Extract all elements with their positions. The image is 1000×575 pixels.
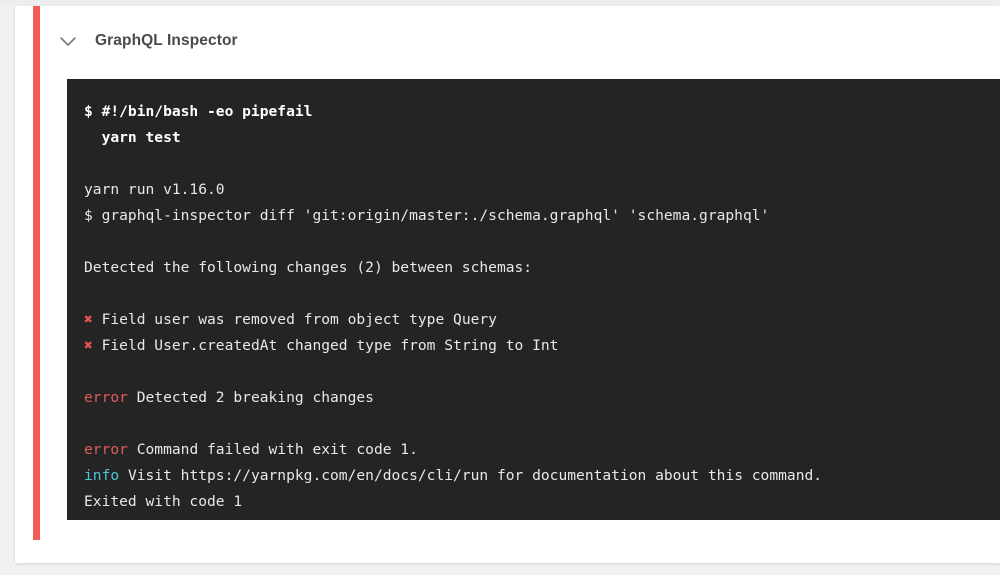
terminal-line-text: Command failed with exit code 1. bbox=[127, 441, 418, 458]
terminal-line-text: Field user was removed from object type … bbox=[92, 311, 497, 328]
error-tag: error bbox=[84, 441, 128, 458]
terminal-line-breaking-change: ✖ Field User.createdAt changed type from… bbox=[84, 333, 982, 359]
terminal-line: Detected the following changes (2) betwe… bbox=[84, 259, 533, 276]
terminal-line-text: Visit https://yarnpkg.com/en/docs/cli/ru… bbox=[119, 467, 823, 484]
error-mark-icon: ✖ bbox=[84, 337, 93, 354]
terminal-line-error: error Detected 2 breaking changes bbox=[84, 385, 982, 411]
terminal-line-blank bbox=[84, 411, 982, 437]
terminal-line-blank bbox=[84, 229, 982, 255]
error-mark-icon: ✖ bbox=[84, 311, 93, 328]
terminal-line-blank bbox=[84, 281, 982, 307]
terminal-line-text: Detected 2 breaking changes bbox=[127, 389, 374, 406]
terminal-line-info: info Visit https://yarnpkg.com/en/docs/c… bbox=[84, 463, 982, 489]
info-tag: info bbox=[84, 467, 120, 484]
terminal-line-blank bbox=[84, 151, 982, 177]
terminal-line: yarn test bbox=[84, 129, 181, 146]
terminal-line: yarn run v1.16.0 bbox=[84, 181, 225, 198]
terminal-line-text: Field User.createdAt changed type from S… bbox=[92, 337, 559, 354]
terminal-line: $ graphql-inspector diff 'git:origin/mas… bbox=[84, 207, 770, 224]
status-accent-bar bbox=[33, 6, 40, 540]
card-header[interactable]: GraphQL Inspector bbox=[55, 22, 238, 60]
terminal-line-blank bbox=[84, 359, 982, 385]
error-tag: error bbox=[84, 389, 128, 406]
terminal-line: Exited with code 1 bbox=[84, 493, 243, 510]
terminal-line-error: error Command failed with exit code 1. bbox=[84, 437, 982, 463]
terminal-output[interactable]: $ #!/bin/bash -eo pipefail yarn test yar… bbox=[67, 79, 1000, 520]
terminal-line: $ #!/bin/bash -eo pipefail bbox=[84, 103, 313, 120]
chevron-down-icon[interactable] bbox=[55, 28, 81, 54]
terminal-line-breaking-change: ✖ Field user was removed from object typ… bbox=[84, 307, 982, 333]
build-step-card: GraphQL Inspector $ #!/bin/bash -eo pipe… bbox=[15, 6, 1000, 563]
page-top-strip bbox=[0, 0, 1000, 6]
page-title: GraphQL Inspector bbox=[95, 32, 238, 49]
